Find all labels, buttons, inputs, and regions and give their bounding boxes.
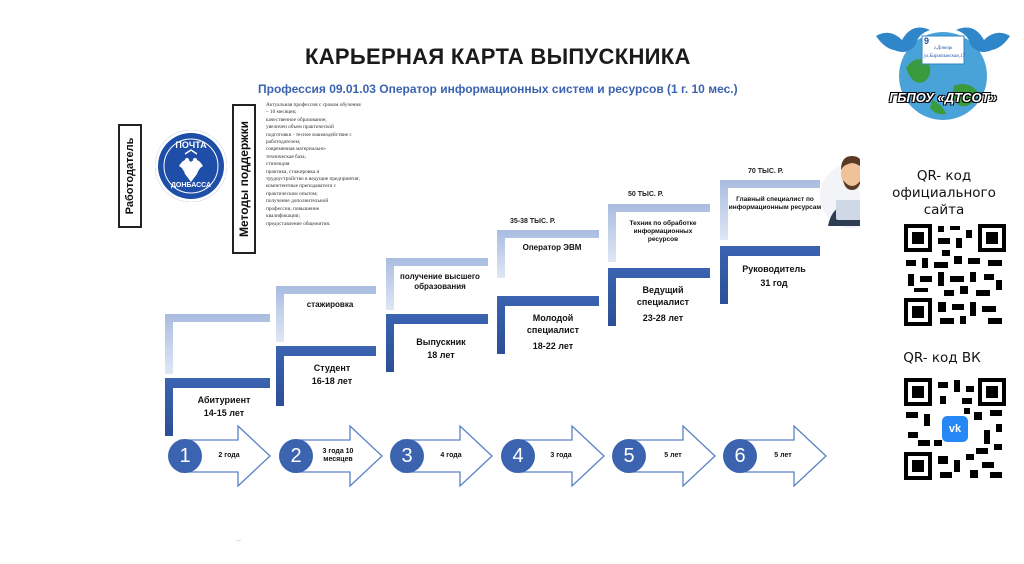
vk-qr-code[interactable]: vk xyxy=(904,378,1006,480)
qr-code-icon xyxy=(904,224,1006,326)
vk-logo-icon: vk xyxy=(948,423,962,435)
address-number: 9 xyxy=(924,36,930,46)
manager-avatar-icon xyxy=(820,156,860,228)
timeline-duration-1: 2 года xyxy=(218,452,240,459)
step-5-salary: 50 ТЫС. Р. xyxy=(628,191,664,198)
institution-logo: 9 г.Донецк ул.Баратынская,17 ГБПОУ «ДТСО… xyxy=(870,6,1016,124)
logo-top-text: ПОЧТА xyxy=(175,140,207,150)
support-notes: Актуальная профессия с сроком обучения –… xyxy=(266,102,406,228)
step-1-shape xyxy=(165,314,270,436)
note-line: компетентные преподаватели с xyxy=(266,183,336,190)
note-line: квалификации; xyxy=(266,213,300,220)
employer-label-box: Работодатель xyxy=(118,124,142,228)
step-3-label: Выпускник xyxy=(416,337,466,347)
timeline-duration-5: 5 лет xyxy=(664,452,682,459)
timeline-step-1: 1 xyxy=(168,439,202,473)
logo-bottom-text: ДОНБАССА xyxy=(170,182,212,189)
timeline-step-4: 4 xyxy=(501,439,535,473)
step-4-label: Молодой специалист xyxy=(526,313,580,335)
note-line: стипендия xyxy=(266,161,290,168)
note-line: предоставление общежития. xyxy=(266,220,331,227)
step-2-role: Студент 16-18 лет xyxy=(288,362,376,388)
vk-qr-label: QR- код ВК xyxy=(903,350,981,366)
step-2-age: 16-18 лет xyxy=(311,376,353,386)
timeline-duration-6: 5 лет xyxy=(774,452,792,459)
note-line: практика, стажировка и xyxy=(266,168,320,175)
step-1-label: Абитуриент xyxy=(197,395,251,405)
post-eagle-icon xyxy=(163,138,219,194)
step-5-age: 23-28 лет xyxy=(642,313,684,323)
career-staircase xyxy=(165,156,860,488)
step-2-shape xyxy=(276,286,376,406)
timeline-duration-3: 4 года xyxy=(440,452,462,459)
step-4-salary: 35-38 ТЫС. Р. xyxy=(510,218,556,225)
step-1-role: Абитуриент 14-15 лет xyxy=(178,394,270,420)
step-3-role: Выпускник 18 лет xyxy=(396,336,486,362)
profession-subtitle: Профессия 09.01.03 Оператор информационн… xyxy=(258,82,738,96)
timeline-step-3: 3 xyxy=(390,439,424,473)
note-line: практическим опытом; xyxy=(266,190,318,197)
globe-doves-icon xyxy=(876,27,1010,120)
employer-logo: ПОЧТА ДОНБАССА xyxy=(155,130,227,202)
address-line-1: г.Донецк xyxy=(934,46,953,51)
step-1-age: 14-15 лет xyxy=(203,408,245,418)
step-2-label: Студент xyxy=(313,363,351,373)
step-5-upper-label: Техник по обработке информационных ресур… xyxy=(629,220,697,243)
step-4-shape xyxy=(497,230,599,354)
step-6-age: 31 год xyxy=(760,278,788,288)
page-title: КАРЬЕРНАЯ КАРТА ВЫПУСКНИКА xyxy=(305,44,691,69)
note-line: получение дополнительной xyxy=(266,198,329,205)
career-map: КАРЬЕРНАЯ КАРТА ВЫПУСКНИКА Профессия 09.… xyxy=(118,44,860,544)
step-3-age: 18 лет xyxy=(427,350,455,360)
site-qr-code[interactable] xyxy=(904,224,1006,326)
note-line: современная материально- xyxy=(266,146,327,153)
qr-code-icon xyxy=(904,378,1006,480)
step-5-label: Ведущий специалист xyxy=(636,285,690,307)
footer-mark: — xyxy=(236,538,241,544)
step-3-shape xyxy=(386,258,488,372)
step-6-shape xyxy=(720,180,820,304)
note-line: профессии, повышение xyxy=(266,205,320,212)
timeline-step-6: 6 xyxy=(723,439,757,473)
step-5-shape xyxy=(608,204,710,326)
step-6-role: Руководитель 31 год xyxy=(728,262,820,290)
right-panel: 9 г.Донецк ул.Баратынская,17 ГБПОУ «ДТСО… xyxy=(860,0,1024,564)
note-line: – 10 месяцев; xyxy=(266,109,297,116)
timeline-duration-2: 3 года 10 месяцев xyxy=(322,448,354,463)
step-2-upper-label: стажировка xyxy=(306,300,354,309)
step-3-upper-label: получение высшего образования xyxy=(400,272,480,291)
note-line: качественное образование; xyxy=(266,116,327,123)
note-line: подготовки - тесное взаимодействие с xyxy=(266,131,352,138)
note-line: увеличен объем практической xyxy=(266,124,334,131)
note-line: работодателем; xyxy=(266,139,301,146)
support-methods-label-box: Методы поддержки xyxy=(232,104,256,254)
note-line: Актуальная профессия с сроком обучения xyxy=(266,102,361,108)
step-6-label: Руководитель xyxy=(742,264,806,274)
note-line: трудоустройство в ведущие предприятия; xyxy=(266,176,360,183)
timeline-step-5: 5 xyxy=(612,439,646,473)
site-qr-label: QR- код официального сайта xyxy=(892,168,996,218)
step-4-role: Молодой специалист 18-22 лет xyxy=(508,312,598,352)
step-4-age: 18-22 лет xyxy=(532,341,574,351)
step-6-upper-label: Главный специалист по информационным рес… xyxy=(728,196,822,211)
step-4-upper-label: Оператор ЭВМ xyxy=(522,243,582,252)
timeline-step-2: 2 xyxy=(279,439,313,473)
note-line: техническая база; xyxy=(266,153,306,160)
institution-name: ГБПОУ «ДТСОТ» xyxy=(889,90,997,105)
timeline-duration-4: 3 года xyxy=(550,452,572,459)
step-6-salary: 70 ТЫС. Р. xyxy=(748,168,784,175)
address-line-2: ул.Баратынская,17 xyxy=(924,54,965,59)
step-5-role: Ведущий специалист 23-28 лет xyxy=(618,284,708,324)
